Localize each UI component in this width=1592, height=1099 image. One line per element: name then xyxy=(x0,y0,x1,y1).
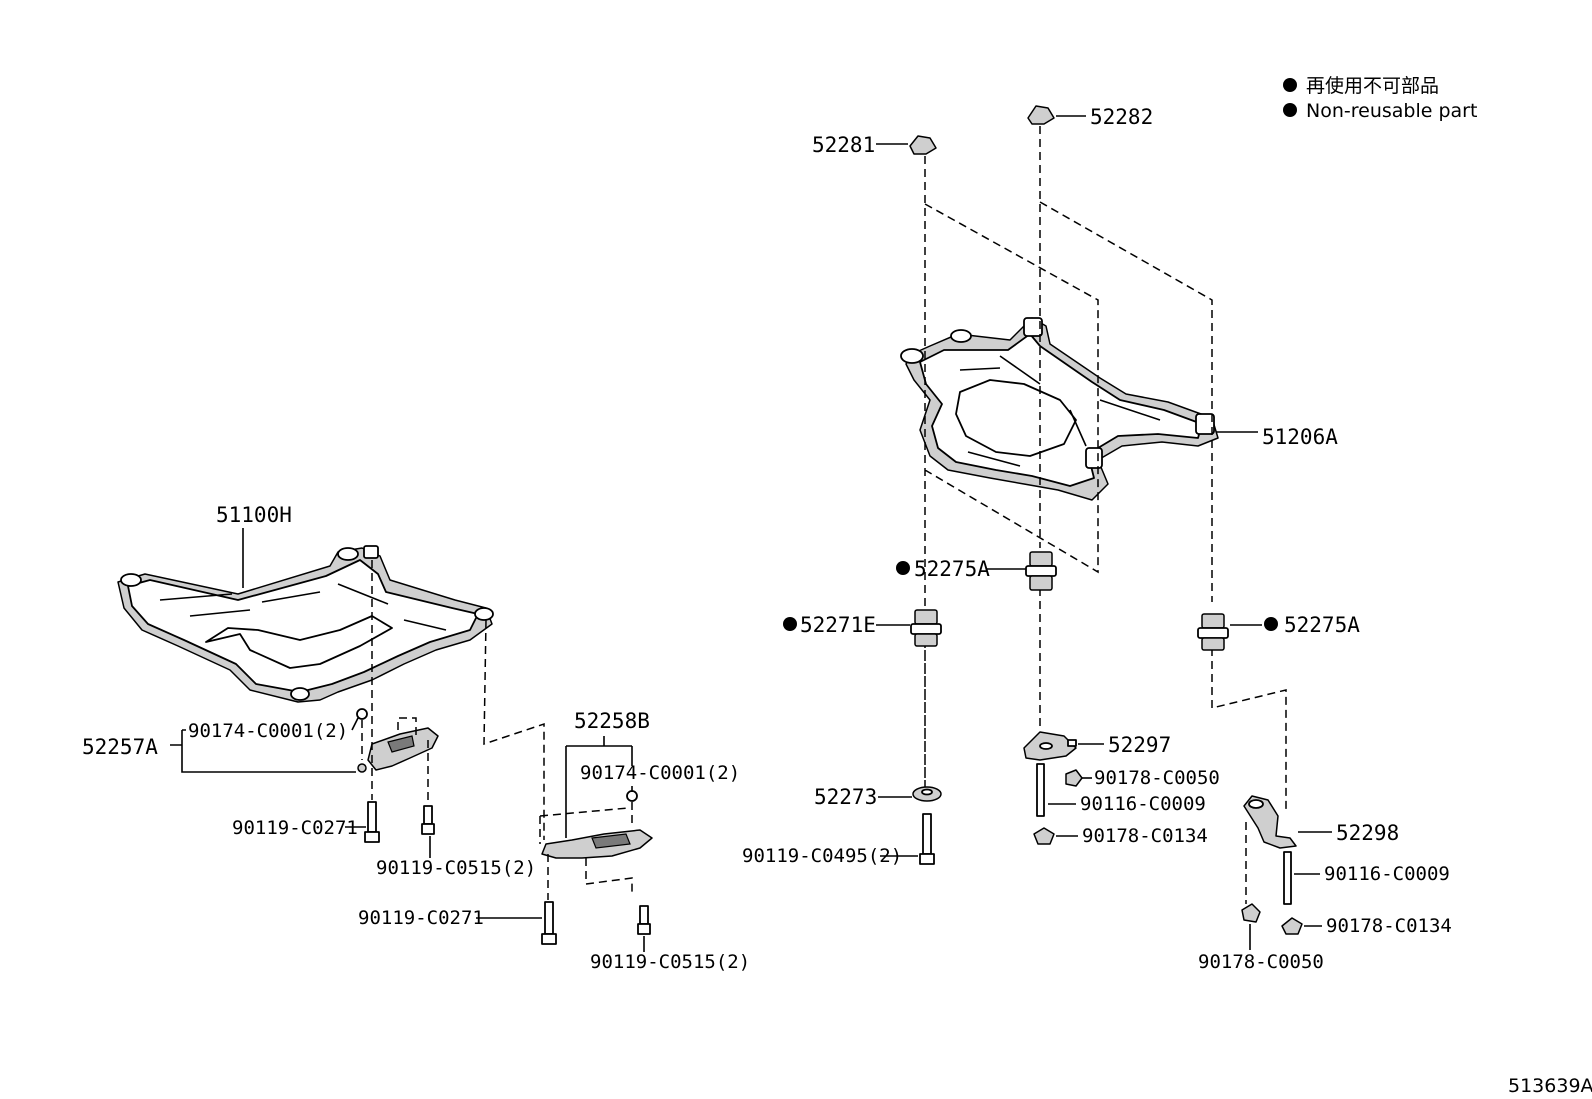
rear-crossmember-51206a xyxy=(900,317,1219,501)
label-52275a-right: 52275A xyxy=(1284,613,1360,637)
label-52258b: 52258B xyxy=(574,709,650,733)
bolt-90119-c0515-mid xyxy=(637,905,651,935)
bracket-52297 xyxy=(1023,731,1077,761)
label-90119-c0495: 90119-C0495(2) xyxy=(742,845,902,867)
nut-90178-c0050-b xyxy=(1241,903,1261,923)
label-90178-c0134-b: 90178-C0134 xyxy=(1326,915,1452,937)
nut-90178-c0134-b xyxy=(1281,917,1303,935)
bracket-52257a xyxy=(356,708,439,773)
legend: 再使用不可部品 Non-reusable part xyxy=(1283,75,1477,122)
label-52297: 52297 xyxy=(1108,733,1171,757)
label-90116-c0009-b: 90116-C0009 xyxy=(1324,863,1450,885)
bolt-90119-c0495 xyxy=(919,813,935,865)
bushing-52275a-right xyxy=(1197,613,1229,651)
label-90119-c0271-left: 90119-C0271 xyxy=(232,817,358,839)
legend-line-jp: 再使用不可部品 xyxy=(1306,75,1439,97)
label-90178-c0050-b: 90178-C0050 xyxy=(1198,951,1324,973)
label-51206a: 51206A xyxy=(1262,425,1338,449)
front-crossmember-51100h xyxy=(117,545,494,703)
label-52257a: 52257A xyxy=(82,735,158,759)
bushing-52271e xyxy=(910,609,942,647)
label-51100h: 51100H xyxy=(216,503,292,527)
bracket-52258b xyxy=(541,790,653,859)
label-90174-c0001-mid: 90174-C0001(2) xyxy=(580,762,740,784)
label-52273: 52273 xyxy=(814,785,877,809)
bracket-52298 xyxy=(1243,795,1297,849)
bushing-52275a-center xyxy=(1025,551,1057,591)
label-90174-c0001-left: 90174-C0001(2) xyxy=(188,720,348,742)
label-52282: 52282 xyxy=(1090,105,1153,129)
non-reusable-dot-icon xyxy=(1264,617,1278,631)
legend-line-en: Non-reusable part xyxy=(1306,100,1477,122)
label-90178-c0134-a: 90178-C0134 xyxy=(1082,825,1208,847)
label-90119-c0271-mid: 90119-C0271 xyxy=(358,907,484,929)
label-52281: 52281 xyxy=(812,133,875,157)
bolt-90116-c0009-b xyxy=(1283,851,1292,905)
nut-90178-c0134-a xyxy=(1033,827,1055,845)
label-90116-c0009-a: 90116-C0009 xyxy=(1080,793,1206,815)
stopper-52281 xyxy=(909,135,937,155)
nut-90178-c0050-a xyxy=(1065,769,1083,787)
bolt-90119-c0271-left xyxy=(364,801,380,843)
washer-52273 xyxy=(912,786,942,802)
stopper-52282 xyxy=(1027,105,1055,125)
non-reusable-dot-icon xyxy=(1283,78,1297,92)
label-52275a-center: 52275A xyxy=(914,557,990,581)
non-reusable-dot-icon xyxy=(1283,103,1297,117)
label-52271e: 52271E xyxy=(800,613,876,637)
bolt-90116-c0009-a xyxy=(1036,763,1045,817)
non-reusable-dot-icon xyxy=(896,561,910,575)
label-52298: 52298 xyxy=(1336,821,1399,845)
bolt-90119-c0515-left xyxy=(421,805,435,835)
label-90178-c0050-a: 90178-C0050 xyxy=(1094,767,1220,789)
label-90119-c0515-mid: 90119-C0515(2) xyxy=(590,951,750,973)
non-reusable-dot-icon xyxy=(783,617,797,631)
label-90119-c0515-left: 90119-C0515(2) xyxy=(376,857,536,879)
figure-id: 513639A xyxy=(1508,1075,1592,1097)
bolt-90119-c0271-mid xyxy=(541,901,557,945)
